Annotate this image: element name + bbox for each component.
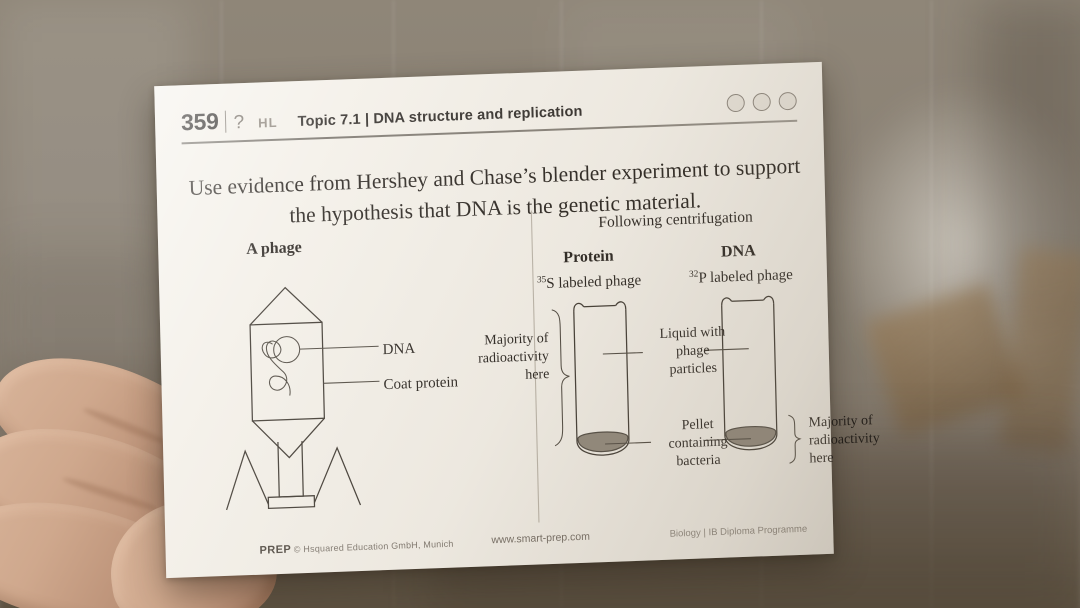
topic-title: Topic 7.1 | DNA structure and replicatio… (297, 103, 583, 131)
difficulty-dot-2[interactable] (752, 92, 771, 112)
tube-2-title: DNA (720, 242, 756, 261)
label-majority-radioactivity-right: Majority of radioactivity here (808, 413, 880, 467)
label-liquid-with-phage-particles: Liquid with phage particles (659, 324, 726, 378)
footer-copyright-text: © Hsquared Education GmbH, Munich (293, 538, 454, 555)
tube-2-subtitle-rest: labeled phage (706, 267, 794, 287)
card-header: 359 ? HL Topic 7.1 | DNA structure and r… (181, 87, 798, 150)
level-badge: HL (258, 114, 278, 131)
label-majority-radioactivity-left: Majority of radioactivity here (478, 331, 550, 383)
footer-website: www.smart-prep.com (491, 530, 591, 547)
footer-copyright: PREP © Hsquared Education GmbH, Munich (259, 538, 453, 557)
footer-subject: Biology | IB Diploma Programme (669, 523, 808, 540)
tube-1-isotope: 35 (536, 275, 547, 286)
difficulty-dot-1[interactable] (726, 93, 745, 113)
flashcard[interactable]: 359 ? HL Topic 7.1 | DNA structure and r… (154, 61, 880, 579)
difficulty-dots[interactable] (726, 91, 797, 113)
header-divider (225, 110, 227, 133)
question-mark-icon[interactable]: ? (233, 112, 245, 134)
phage-title: A phage (246, 238, 302, 259)
tube-1-subtitle-rest: labeled phage (554, 272, 642, 292)
footer-brand: PREP (259, 543, 292, 557)
label-pellet-containing-bacteria: Pellet containing bacteria (668, 417, 728, 470)
tube-2-subtitle: 32P labeled phage (645, 264, 837, 289)
page-number: 359 (180, 107, 219, 136)
difficulty-dot-3[interactable] (778, 91, 797, 111)
phage-label-dna: DNA (382, 340, 416, 359)
diagram-area: A phage DNA (158, 208, 880, 536)
